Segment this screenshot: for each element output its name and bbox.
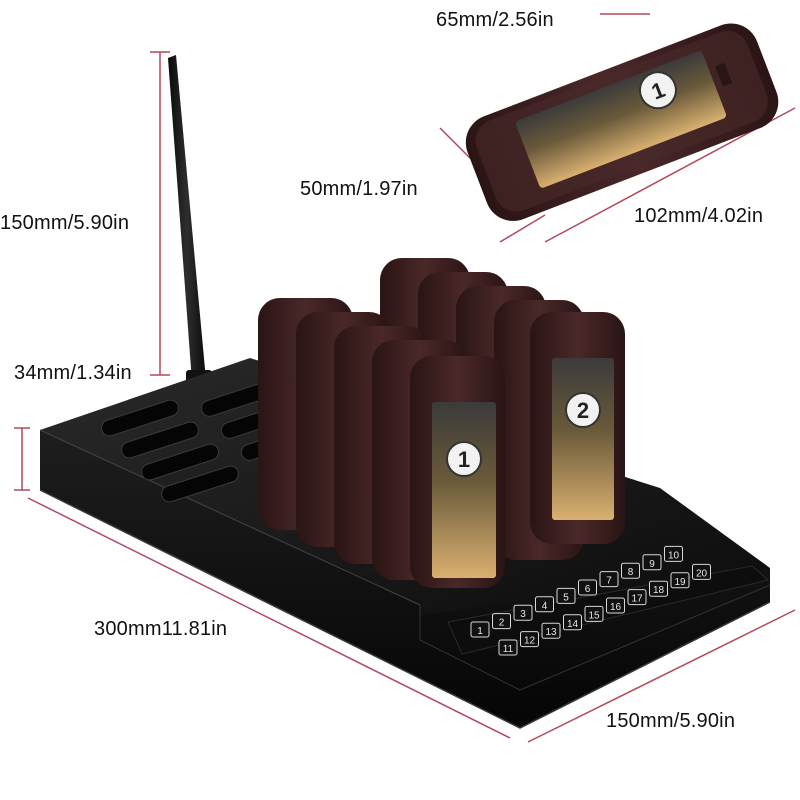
keypad-key[interactable]: 4 [535,596,554,613]
keypad-key[interactable]: 14 [563,614,582,631]
keypad-key[interactable]: 15 [584,605,604,622]
keypad-key-label: 15 [588,610,600,621]
keypad-key[interactable]: 17 [627,589,647,606]
keypad-key[interactable]: 16 [606,597,625,614]
keypad-key[interactable]: 3 [513,604,533,621]
pager-length-label: 102mm/4.02in [634,205,764,227]
keypad-key-frame [621,562,640,579]
keypad-key[interactable]: 9 [642,554,662,571]
keypad-key-label: 10 [668,550,680,561]
keypad-key-frame [541,622,561,639]
base-width-label: 150mm/5.90in [606,710,736,732]
keypad-key-label: 4 [542,601,548,612]
keypad-key[interactable]: 11 [498,639,518,656]
keypad-key-label: 7 [606,576,612,587]
keypad-key-label: 20 [696,568,708,579]
keypad-key-label: 11 [503,644,514,655]
keypad-key[interactable]: 18 [649,580,668,597]
keypad-key-label: 3 [520,609,526,620]
keypad-key[interactable]: 6 [578,579,597,596]
keypad-key-label: 6 [585,584,591,595]
single-pager: 1 [465,23,779,221]
keypad-key-frame [606,597,625,614]
keypad-key[interactable]: 5 [556,587,576,604]
keypad-key-label: 14 [567,619,579,630]
keypad-key-label: 9 [649,559,655,570]
keypad-key-label: 18 [653,585,665,596]
keypad-key-frame [513,604,533,621]
keypad-key-frame [470,621,490,638]
keypad-key-frame [584,605,604,622]
keypad-key-frame [520,631,539,648]
keypad-key-label: 17 [631,594,643,605]
pager-depth-label: 50mm/1.97in [300,178,418,200]
front-pager-number-2: 2 [577,398,589,423]
keypad-key-frame [649,580,668,597]
keypad-key[interactable]: 19 [670,572,690,589]
keypad-key[interactable]: 2 [492,613,511,630]
keypad-key[interactable]: 7 [599,571,619,588]
keypad-key-frame [535,596,554,613]
keypad-key-label: 2 [499,618,505,629]
keypad-key-label: 19 [674,577,686,588]
keypad-key-frame [599,571,619,588]
keypad-key-frame [670,572,690,589]
keypad-key[interactable]: 13 [541,622,561,639]
keypad-key-label: 8 [628,567,634,578]
keypad-key[interactable]: 12 [520,631,539,648]
keypad-key[interactable]: 8 [621,562,640,579]
pager-width-label: 65mm/2.56in [436,9,554,31]
keypad-key-frame [664,545,683,562]
pager-stack: 1 2 [258,258,625,588]
keypad-key-label: 5 [563,592,569,603]
base-height-label: 34mm/1.34in [14,362,132,384]
antenna [168,55,212,394]
keypad-key-label: 13 [545,627,557,638]
keypad-key-frame [498,639,518,656]
keypad-key-label: 16 [610,602,622,613]
keypad-key[interactable]: 10 [664,545,683,562]
keypad-key[interactable]: 1 [470,621,490,638]
keypad-key-frame [627,589,647,606]
keypad-key-label: 12 [524,636,536,647]
keypad-key-frame [578,579,597,596]
keypad-key-frame [692,563,711,580]
keypad-key-frame [642,554,662,571]
antenna-height-label: 150mm/5.90in [0,212,130,234]
keypad-key-frame [492,613,511,630]
front-pager-number-1: 1 [458,447,470,472]
keypad-key-label: 1 [477,626,483,637]
keypad-key-frame [563,614,582,631]
base-length-label: 300mm11.81in [94,618,228,640]
keypad-key[interactable]: 20 [692,563,711,580]
keypad-key-frame [556,587,576,604]
